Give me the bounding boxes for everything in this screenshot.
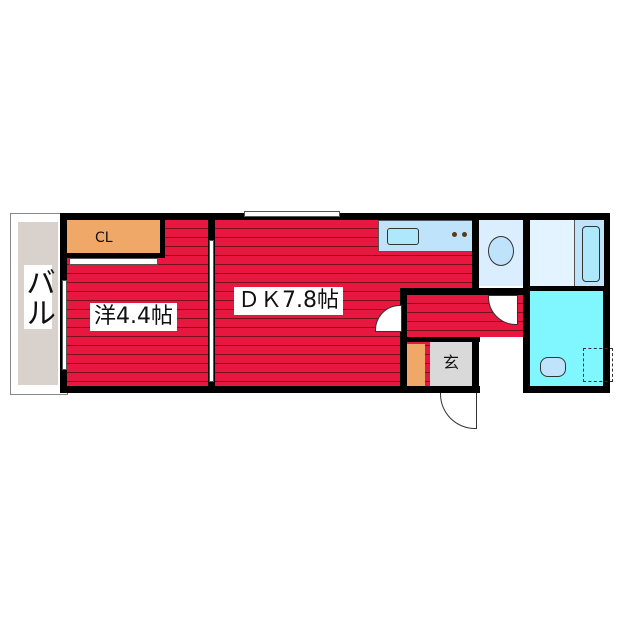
sliding-door bbox=[209, 240, 214, 382]
wall-bottom bbox=[60, 386, 480, 393]
closet-door bbox=[69, 258, 158, 265]
western-room-label: 洋4.4帖 bbox=[90, 303, 177, 331]
bathtub-basin bbox=[582, 226, 600, 282]
washroom bbox=[530, 220, 574, 286]
balcony-label: バル bbox=[20, 265, 55, 329]
wall-entrance-right bbox=[472, 337, 479, 393]
wall-bath-left bbox=[523, 213, 530, 393]
closet-label: CL bbox=[95, 230, 113, 246]
washbasin-icon bbox=[540, 357, 566, 377]
wall-right bbox=[603, 213, 610, 393]
wall-corridor-top bbox=[400, 288, 528, 295]
sink-icon bbox=[387, 228, 419, 245]
entrance-floor bbox=[430, 342, 472, 386]
front-door bbox=[440, 393, 477, 429]
balcony-window bbox=[62, 280, 67, 370]
closet bbox=[67, 220, 165, 258]
top-window bbox=[244, 211, 340, 217]
wall-bath-mid bbox=[530, 286, 603, 291]
wall-toilet-left bbox=[472, 213, 479, 295]
wall-top-right bbox=[476, 213, 610, 220]
wall-entrance-top bbox=[400, 337, 480, 342]
shoe-box bbox=[407, 344, 425, 386]
toilet-icon bbox=[488, 236, 514, 266]
entrance-label: 玄 bbox=[443, 353, 460, 372]
stove-icon bbox=[452, 232, 457, 237]
wall-bath-bottom bbox=[523, 386, 610, 393]
drain-icon bbox=[583, 348, 613, 382]
dk-label: ＤＫ7.8帖 bbox=[234, 287, 343, 315]
